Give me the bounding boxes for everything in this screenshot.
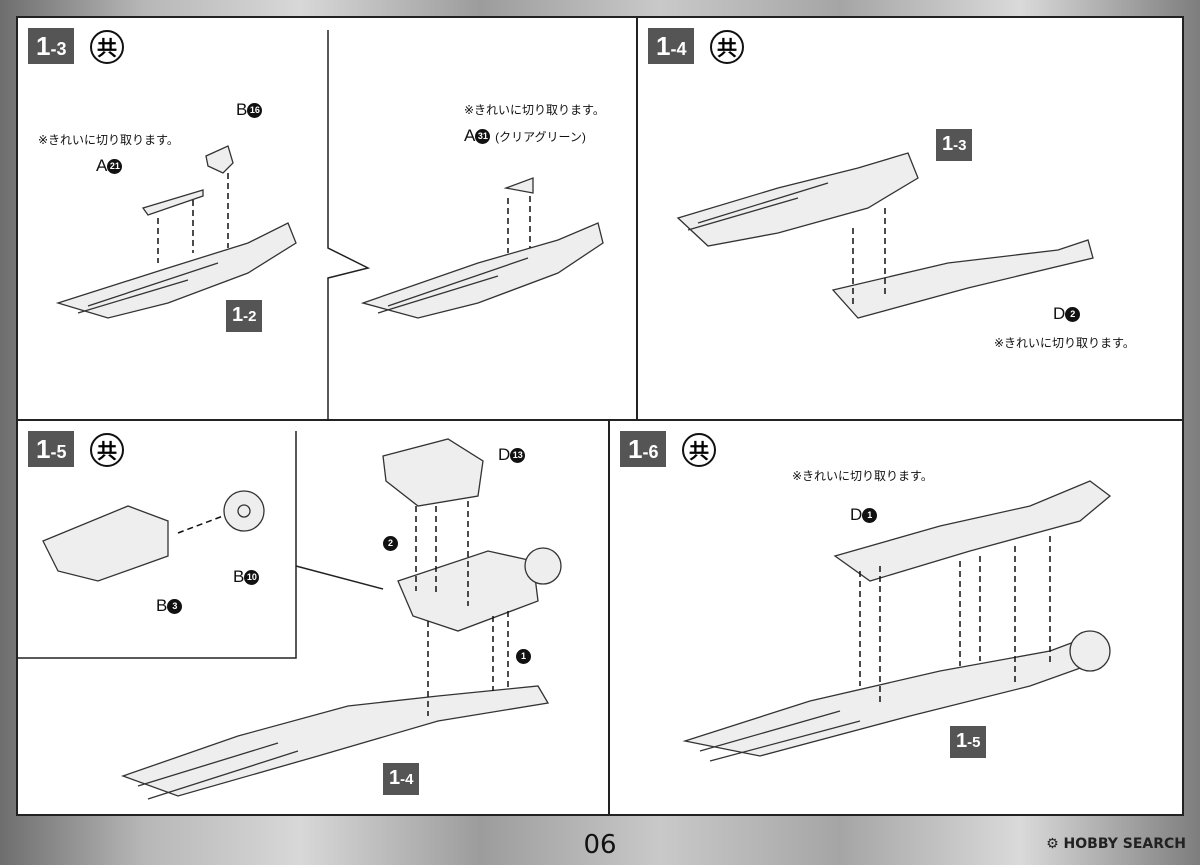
common-mark-icon: 共 <box>90 433 124 467</box>
cut-note-2: ※きれいに切り取ります。 <box>464 103 605 117</box>
cut-note: ※きれいに切り取ります。 <box>792 469 933 483</box>
cut-note: ※きれいに切り取ります。 <box>38 133 179 147</box>
step-number-1-4: 1-4 <box>648 28 695 64</box>
ref-box-1-4: 1-4 <box>383 763 420 795</box>
assembly-drawing-1-4 <box>676 152 1094 319</box>
ref-box-1-5: 1-5 <box>950 726 987 758</box>
common-mark-icon: 共 <box>710 30 744 64</box>
order-mark-2: 2 <box>383 533 398 553</box>
common-mark-icon: 共 <box>90 30 124 64</box>
order-mark-1: 1 <box>516 646 531 666</box>
brand-watermark: ⚙ HOBBY SEARCH <box>1046 836 1186 852</box>
ref-box-1-2: 1-2 <box>226 300 263 332</box>
assembly-drawing-1-5 <box>18 431 562 800</box>
ref-box-1-3: 1-3 <box>936 129 973 161</box>
page-number: 06 <box>583 830 617 860</box>
step-number-1-6: 1-6 <box>620 431 667 467</box>
assembly-drawing-1-6 <box>682 480 1112 762</box>
cut-note: ※きれいに切り取ります。 <box>994 336 1135 350</box>
step-number-1-3: 1-3 <box>28 28 75 64</box>
assembly-drawing-1-3 <box>55 30 604 419</box>
step-number-1-5: 1-5 <box>28 431 75 467</box>
hobby-search-logo-icon: ⚙ <box>1046 836 1064 852</box>
common-mark-icon: 共 <box>682 433 716 467</box>
